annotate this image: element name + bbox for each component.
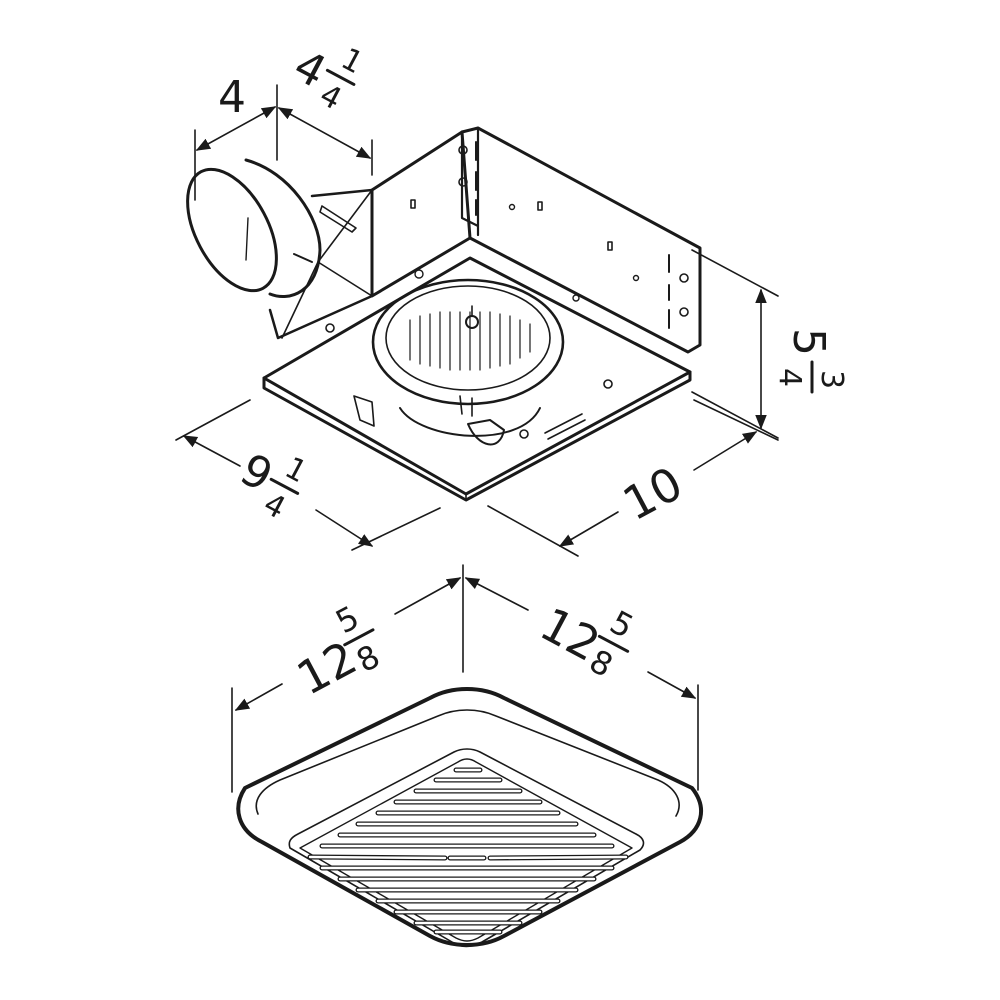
svg-text:1: 1 (335, 41, 368, 81)
svg-text:5: 5 (604, 603, 640, 646)
svg-text:1: 1 (279, 450, 312, 490)
blower-wheel (371, 278, 565, 406)
fan-housing (186, 126, 702, 502)
svg-text:4: 4 (258, 487, 291, 527)
mounting-plate (262, 256, 692, 502)
dimension-grille-right: 12 5 8 (464, 577, 699, 791)
dimension-width: 9 1 4 (175, 399, 441, 551)
dimension-grille-left: 12 5 8 (231, 564, 464, 793)
grille (236, 687, 703, 948)
svg-text:3: 3 (814, 370, 849, 389)
keyhole-slot-icon (458, 145, 689, 317)
dimension-height: 5 3 4 (691, 249, 849, 439)
grille-louvers (307, 767, 629, 935)
svg-text:5: 5 (783, 328, 834, 356)
motor (353, 395, 541, 446)
dimension-length: 10 (487, 399, 779, 557)
dimension-duct-diameter: 4 (194, 72, 278, 201)
svg-text:10: 10 (614, 456, 691, 531)
duct-collar (186, 158, 322, 299)
svg-text:4: 4 (218, 72, 246, 123)
dimension-duct-depth: 4 1 4 (277, 40, 373, 176)
svg-text:4: 4 (772, 368, 807, 387)
svg-text:4: 4 (314, 78, 347, 118)
